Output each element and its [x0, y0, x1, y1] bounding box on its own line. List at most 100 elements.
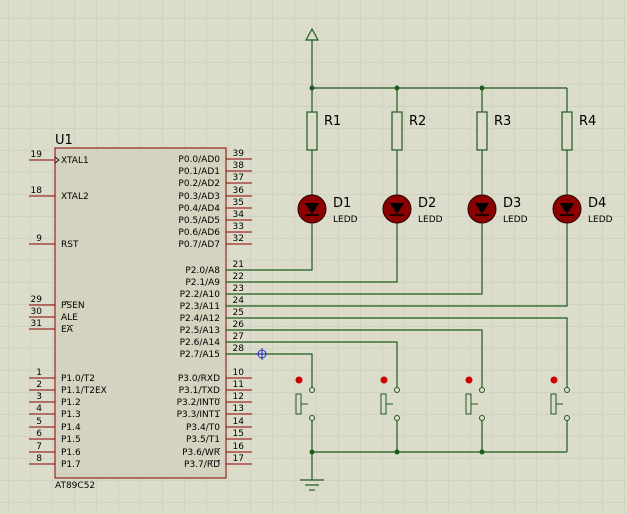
pin-name: P0.6/AD6: [178, 228, 220, 238]
pin-name: P3.6/WR: [182, 448, 220, 458]
push-button-3[interactable]: [465, 376, 485, 421]
push-buttons: [295, 376, 570, 421]
push-button-2[interactable]: [380, 376, 400, 421]
pin-name: P1.3: [61, 410, 81, 420]
pin-p1-7[interactable]: 8P1.7: [29, 454, 81, 470]
pin-name: P3.7/RD: [184, 460, 220, 470]
pin-name: P3.3/INT1: [177, 410, 220, 420]
pin-number: 16: [233, 442, 245, 452]
pin-name: P2.7/A15: [180, 350, 220, 360]
pin-number: 10: [233, 368, 245, 378]
pin-number: 6: [36, 429, 42, 439]
button-indicator-icon: [380, 376, 388, 384]
pin-number: 32: [233, 234, 244, 244]
chip-body: [54, 147, 227, 479]
pin-name: P3.5/T1: [186, 435, 220, 445]
resistor-r1[interactable]: R1: [306, 111, 341, 151]
pin-p1-3[interactable]: 4P1.3: [29, 404, 81, 420]
pin-name: P0.5/AD5: [178, 216, 220, 226]
pin-number: 5: [36, 417, 42, 427]
probe-marker-icon[interactable]: [256, 348, 268, 360]
ground-terminal[interactable]: [300, 479, 324, 491]
pin-number: 7: [36, 442, 42, 452]
sw1-p27-wire: [226, 353, 313, 386]
power-terminal[interactable]: [304, 27, 320, 48]
pin-name: RST: [61, 240, 79, 250]
pin-number: 14: [233, 417, 245, 427]
led-ref-label: D2: [418, 196, 436, 211]
pin-name: P2.2/A10: [180, 290, 221, 300]
led-ref-label: D3: [503, 196, 521, 211]
vcc-rail-wire: [311, 48, 568, 112]
microcontroller-u1[interactable]: U1 AT89C52 19XTAL118XTAL29RST29PSEN30ALE…: [29, 133, 252, 491]
pin-name: P0.3/AD3: [178, 192, 220, 202]
led-diode-icon: [390, 203, 404, 214]
resistor-r2[interactable]: R2: [391, 111, 426, 151]
led-value-label: LEDD: [418, 215, 443, 225]
pin-name: P1.5: [61, 435, 81, 445]
pin-number: 27: [233, 332, 244, 342]
pin-p1-5[interactable]: 6P1.5: [29, 429, 81, 445]
pin-name: XTAL1: [61, 156, 89, 166]
pin-name: P2.6/A14: [180, 338, 221, 348]
led-diode-icon: [560, 203, 574, 214]
pin-number: 39: [233, 149, 245, 159]
d2-p21-wire: [226, 222, 398, 283]
pin-number: 4: [36, 404, 42, 414]
pin-p1-2[interactable]: 3P1.2: [29, 392, 81, 408]
pin-name: P1.7: [61, 460, 81, 470]
pin-p1-0-t2[interactable]: 1P1.0/T2: [29, 368, 95, 384]
resistor-r4[interactable]: R4: [561, 111, 596, 151]
button-plunger: [465, 393, 472, 415]
pin-p1-4[interactable]: 5P1.4: [29, 417, 81, 433]
push-button-1[interactable]: [295, 376, 315, 421]
pin-number: 38: [233, 161, 245, 171]
sw3-p25-wire: [226, 329, 483, 386]
pin-name: P0.1/AD1: [178, 167, 220, 177]
pin-name: P1.4: [61, 423, 81, 433]
pin-number: 2: [36, 380, 42, 390]
pin-number: 36: [233, 186, 245, 196]
resistor-r3[interactable]: R3: [476, 111, 511, 151]
button-indicator-icon: [465, 376, 473, 384]
push-button-4[interactable]: [550, 376, 570, 421]
chip-right-pins: 39P0.0/AD038P0.1/AD137P0.2/AD236P0.3/AD3…: [177, 149, 252, 470]
chip-part-label: AT89C52: [55, 481, 95, 491]
pin-p1-6[interactable]: 7P1.6: [29, 442, 81, 458]
pin-number: 28: [233, 344, 245, 354]
pin-number: 24: [233, 296, 245, 306]
pin-p1-1-t2ex[interactable]: 2P1.1/T2EX: [29, 380, 107, 396]
pin-name: P3.2/INT0: [177, 398, 221, 408]
pin-name: P2.0/A8: [185, 266, 220, 276]
pin-name: P0.0/AD0: [178, 155, 220, 165]
ground-rail-wire: [311, 420, 568, 480]
